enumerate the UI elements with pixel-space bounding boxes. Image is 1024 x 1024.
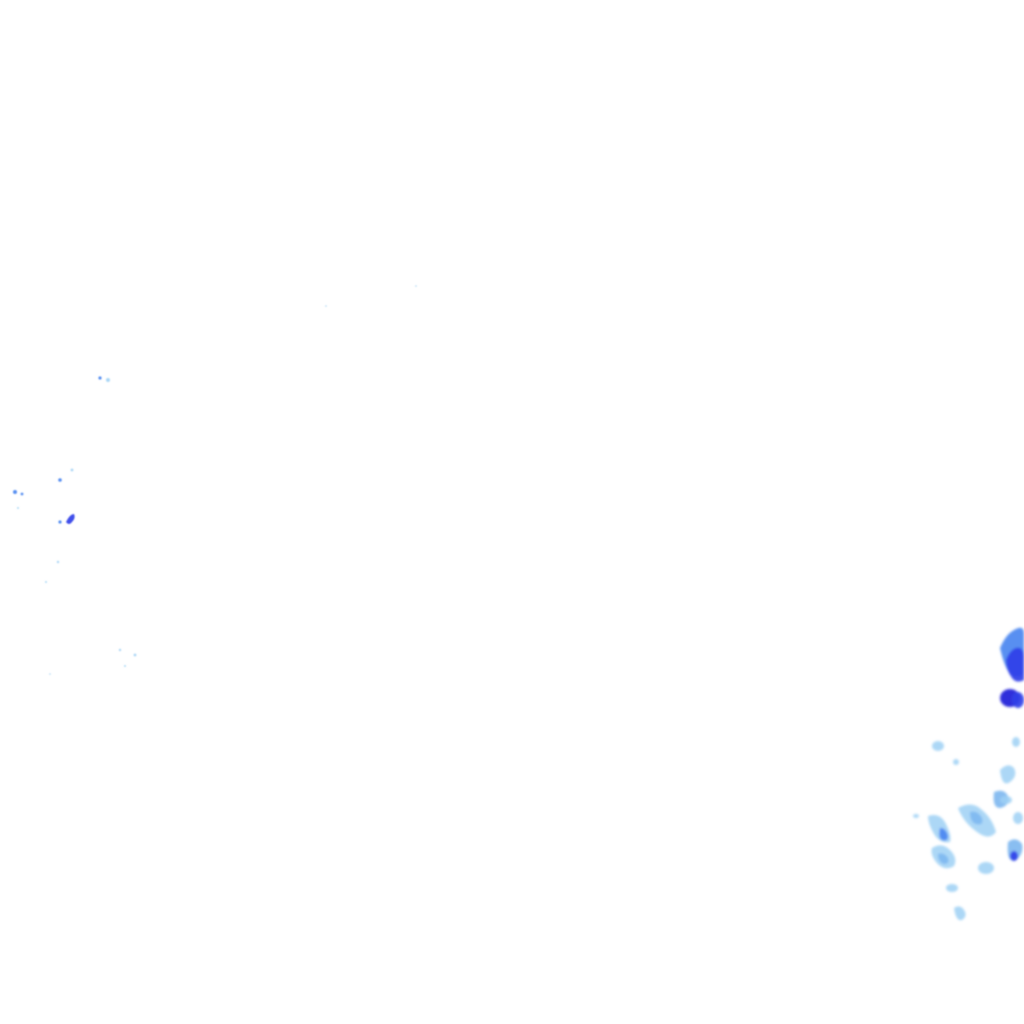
radar-echo [20, 492, 24, 496]
radar-echo [58, 520, 62, 524]
radar-echo [325, 305, 327, 307]
radar-echo [45, 581, 47, 583]
echo-cluster-east [913, 627, 1024, 921]
radar-echo [1010, 851, 1018, 861]
radar-echo [133, 653, 137, 657]
radar-echo [58, 478, 62, 482]
radar-echo [66, 514, 75, 524]
radar-echo [1012, 692, 1024, 708]
radar-echo [970, 811, 983, 825]
radar-echo [17, 507, 19, 509]
radar-echo [49, 673, 51, 675]
radar-echo [1012, 737, 1020, 747]
radar-echo [98, 376, 102, 380]
radar-echo [106, 378, 110, 382]
radar-echo [70, 468, 74, 472]
radar-echo [13, 490, 17, 494]
echo-cluster-west [13, 285, 417, 675]
radar-echo [124, 665, 126, 667]
radar-echo [1013, 812, 1023, 824]
radar-echo [1000, 765, 1016, 784]
radar-echo [954, 906, 966, 921]
radar-echo [978, 862, 994, 874]
radar-echo [1006, 647, 1024, 682]
radar-echo [939, 828, 948, 841]
radar-echo [415, 285, 417, 287]
radar-echo [913, 814, 919, 818]
radar-echo [932, 741, 944, 751]
radar-echo [1000, 796, 1012, 804]
radar-echo [938, 853, 949, 864]
radar-echo [56, 560, 60, 564]
radar-echo [946, 884, 958, 892]
radar-echo [118, 648, 122, 652]
radar-echo [953, 759, 959, 765]
